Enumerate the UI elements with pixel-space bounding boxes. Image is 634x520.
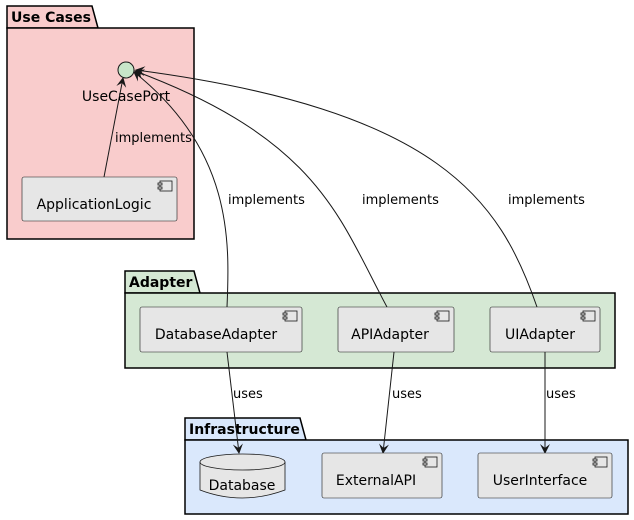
database-node: Database: [199, 453, 286, 499]
component-userinterface-label: UserInterface: [493, 473, 588, 489]
edge-databaseadapter-uses-database: [226, 351, 243, 454]
edge-label-apiadapter-uses: uses: [392, 387, 422, 402]
edge-databaseadapter-implements-usecaseport: [133, 71, 229, 308]
package-use-cases-title: Use Cases: [11, 10, 91, 26]
component-icon: [592, 456, 608, 468]
database-cylinder-icon: [199, 462, 286, 499]
component-applicationlogic: ApplicationLogic: [21, 176, 178, 222]
component-icon: [422, 456, 438, 468]
interface-usecaseport-label: UseCasePort: [82, 89, 171, 105]
edge-applicationlogic-implements-usecaseport: [103, 77, 127, 178]
edge-label-uiadapter-uses: uses: [546, 387, 576, 402]
component-apiadapter-box: [337, 306, 455, 353]
edge-label-databaseadapter-uses: uses: [233, 387, 263, 402]
component-externalapi-label: ExternalAPI: [336, 473, 416, 489]
package-adapter-title: Adapter: [129, 275, 193, 291]
component-uiadapter-label: UIAdapter: [505, 327, 575, 343]
database-label: Database: [209, 478, 276, 494]
component-icon: [434, 310, 450, 322]
edge-label-databaseadapter-implements: implements: [228, 193, 305, 208]
component-databaseadapter-label: DatabaseAdapter: [155, 327, 278, 343]
edge-uiadapter-implements-usecaseport: [135, 66, 538, 308]
component-icon: [157, 180, 173, 192]
component-userinterface-box: [477, 452, 613, 499]
edges: [103, 66, 550, 454]
component-databaseadapter: DatabaseAdapter: [139, 306, 303, 353]
component-externalapi-box: [321, 452, 443, 499]
component-externalapi: ExternalAPI: [321, 452, 443, 499]
component-apiadapter: APIAdapter: [337, 306, 455, 353]
edge-label-apiadapter-implements: implements: [362, 193, 439, 208]
package-infrastructure-title: Infrastructure: [189, 422, 300, 438]
component-icon: [282, 310, 298, 322]
edge-labels: implements implements implements impleme…: [115, 131, 585, 402]
component-userinterface: UserInterface: [477, 452, 613, 499]
component-applicationlogic-box: [21, 176, 178, 222]
edge-label-applicationlogic-implements: implements: [115, 131, 192, 146]
database-cylinder-top: [199, 453, 286, 471]
edge-label-uiadapter-implements: implements: [508, 193, 585, 208]
edge-apiadapter-uses-externalapi: [379, 351, 395, 454]
component-uiadapter-box: [489, 306, 601, 353]
component-uiadapter: UIAdapter: [489, 306, 601, 353]
component-icon: [580, 310, 596, 322]
component-applicationlogic-label: ApplicationLogic: [37, 197, 152, 213]
interface-usecaseport: UseCasePort: [82, 61, 171, 105]
component-apiadapter-label: APIAdapter: [351, 327, 429, 343]
edge-apiadapter-implements-usecaseport: [134, 69, 388, 308]
component-databaseadapter-box: [139, 306, 303, 353]
interface-circle-icon: [117, 61, 135, 79]
